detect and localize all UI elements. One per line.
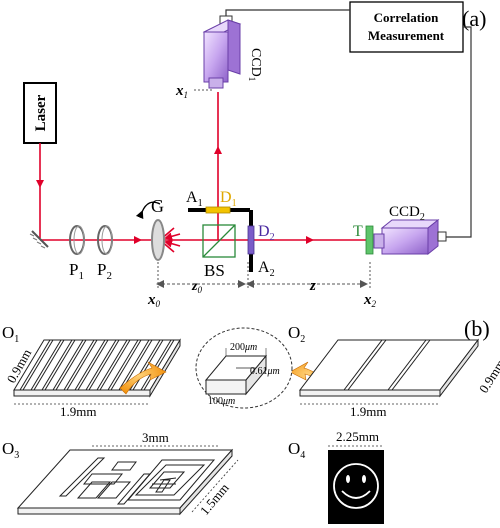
smiley-right-eye (362, 475, 366, 483)
beam-splitter: BS (202, 224, 236, 280)
o1-slit-edge (44, 339, 76, 391)
o1-label: O1 (2, 323, 19, 345)
a2-label: A2 (258, 259, 275, 279)
aperture-a2: A2 (249, 210, 275, 279)
o1-slit-edge (19, 339, 51, 391)
o1-slit-edge (33, 339, 65, 391)
o1-slit-edge (74, 339, 106, 391)
mirror (29, 230, 49, 249)
o1-slit-edge (110, 339, 142, 391)
signal-wires (225, 9, 472, 238)
g-label: G (151, 196, 164, 216)
o1-slit-edge (85, 339, 117, 391)
o1-slit-edge (52, 339, 84, 391)
a1-label: A1 (186, 189, 203, 209)
laser-beams (36, 92, 372, 253)
smiley-left-eye (346, 475, 350, 483)
object-o2: O2 0.9mm 1.9mm (288, 323, 500, 419)
correlation-line-2: Measurement (368, 28, 445, 43)
d1-label: D1 (220, 189, 237, 209)
correlation-measurement-box: Correlation Measurement (349, 1, 464, 53)
d2-label: D2 (258, 223, 275, 243)
p2-label: P2 (97, 260, 112, 282)
o1-slit-edge (55, 339, 87, 391)
p1-label: P1 (69, 260, 84, 282)
inset-top-label: 200μm (230, 342, 257, 353)
o1-width-label: 1.9mm (60, 404, 96, 419)
o1-slit-edge (121, 339, 153, 391)
o1-slit-edge (118, 339, 150, 391)
object-o3: O3 3mm 1.5mm (2, 430, 239, 518)
smiley-face (333, 463, 379, 509)
o2-height-label: 0.9mm (476, 357, 500, 396)
t-label: T (353, 223, 363, 240)
z-label: z (309, 278, 316, 294)
z0-label: z0 (191, 279, 202, 295)
laser-label: Laser (33, 94, 49, 131)
o3-label: O3 (2, 439, 19, 461)
smiley-mouth (341, 490, 371, 499)
o1-slit-edge (132, 339, 164, 391)
grating-g: G (135, 196, 165, 261)
o2-label: O2 (288, 323, 305, 345)
panel-b: (b) O1 0.9mm 1.9mm 200μm 0.61 (2, 316, 500, 524)
detector-d1: D1 (205, 189, 237, 214)
object-o4: O4 2.25mm (288, 429, 384, 524)
o4-square (328, 450, 384, 524)
o3-height-dim (191, 459, 239, 513)
correlation-line-1: Correlation (374, 10, 440, 25)
o1-slit-edge (30, 339, 62, 391)
o4-label: O4 (288, 439, 305, 461)
bs-label: BS (204, 261, 225, 280)
laser-source: Laser (23, 82, 57, 144)
o1-slit-edge (143, 339, 175, 391)
x2-label: x2 (363, 292, 377, 309)
o1-slit-edge (96, 339, 128, 391)
panel-a: (a) Correlation Measurement Laser (23, 1, 486, 309)
o1-slit-edge (88, 339, 120, 391)
distance-guides (156, 262, 371, 288)
panel-b-label: (b) (464, 316, 490, 341)
detector-d2: D2 (247, 223, 275, 255)
inset-bottom-label: 100μm (208, 396, 235, 407)
o3-width-label: 3mm (142, 430, 169, 445)
o1-slit-edge (77, 339, 109, 391)
x1-label: x1 (175, 83, 188, 100)
lens-p2 (97, 225, 113, 255)
o1-slits (19, 339, 175, 391)
ccd2-label: CCD2 (389, 204, 425, 223)
lens-p1 (69, 225, 85, 255)
o1-pointer-arrow (119, 361, 167, 395)
filter-t: T (353, 223, 374, 255)
o1-slit-edge (22, 339, 54, 391)
o1-slit-edge (140, 339, 172, 391)
ccd1-camera: CCD1 (202, 15, 263, 89)
ccd2-camera: CCD2 (373, 204, 447, 256)
o1-slit-edge (66, 339, 98, 391)
slit-magnified-inset: 200μm 0.61μm 100μm (195, 327, 293, 409)
aperture-a1: A1 (186, 189, 250, 212)
ccd1-label: CCD1 (247, 48, 263, 81)
o2-width-label: 1.9mm (350, 404, 386, 419)
o1-slit-edge (107, 339, 139, 391)
o1-slit-edge (99, 339, 131, 391)
o1-slit-edge (63, 339, 95, 391)
o4-width-label: 2.25mm (336, 429, 379, 444)
inset-right-label: 0.61μm (250, 366, 280, 377)
o1-slit-edge (41, 339, 73, 391)
x0-label: x0 (147, 292, 161, 309)
